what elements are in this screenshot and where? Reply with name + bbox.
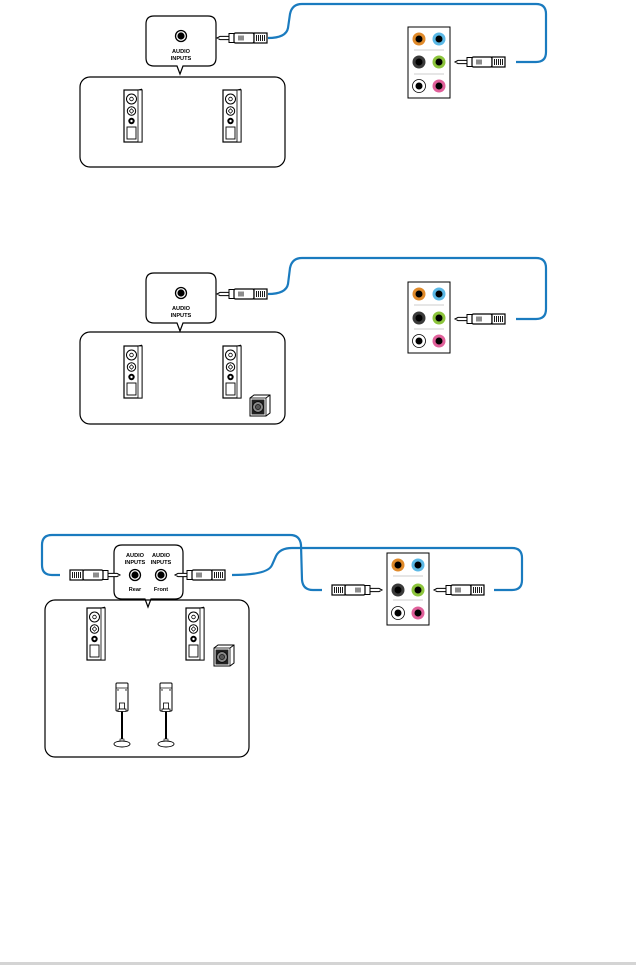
page-footer-rule [0, 962, 636, 965]
jack-orange [413, 33, 426, 46]
speaker-group-frame [80, 77, 285, 167]
subwoofer-icon [250, 395, 270, 416]
audio-plug [217, 33, 267, 43]
jack-blue [412, 559, 425, 572]
jack-gray [413, 335, 426, 348]
front-left-speaker-icon [124, 89, 142, 142]
jack-blue [433, 288, 446, 301]
front-left-speaker-icon [87, 607, 105, 660]
audio-inputs-label-line2: INPUTS [171, 313, 192, 319]
jack-green [433, 56, 446, 69]
jack-blue [433, 33, 446, 46]
front-audio-input-jack [156, 570, 167, 581]
front-label: Front [154, 587, 168, 593]
jack-gray [392, 607, 405, 620]
config-2-channel: AUDIO INPUTS [80, 4, 546, 167]
config-4.1-channel: AUDIO INPUTS AUDIO INPUTS Rear Front [42, 535, 522, 757]
motherboard-audio-panel [387, 553, 429, 625]
front-audio-inputs-label-line2: INPUTS [151, 560, 172, 566]
speaker-input-callout [114, 545, 183, 607]
config-2.1-channel: AUDIO INPUTS [80, 258, 546, 424]
cable [268, 4, 546, 62]
rear-audio-inputs-label-line1: AUDIO [126, 553, 145, 559]
front-right-speaker-icon [186, 607, 204, 660]
jack-pink [433, 80, 446, 93]
rear-label: Rear [129, 587, 142, 593]
front-motherboard-plug [434, 585, 484, 595]
jack-black [413, 312, 426, 325]
speaker-group-frame [45, 600, 249, 757]
rear-audio-plug [70, 570, 120, 580]
speaker-input-callout [146, 16, 216, 74]
front-audio-inputs-label-line1: AUDIO [152, 553, 171, 559]
jack-gray [413, 80, 426, 93]
front-right-speaker-icon [223, 89, 241, 142]
motherboard-plug [455, 314, 505, 324]
rear-motherboard-plug [332, 585, 382, 595]
audio-input-jack [176, 31, 187, 42]
front-cable [232, 548, 522, 590]
jack-black [392, 584, 405, 597]
cable [268, 258, 546, 319]
rear-audio-inputs-label-line2: INPUTS [125, 560, 146, 566]
jack-orange [392, 559, 405, 572]
jack-pink [412, 607, 425, 620]
motherboard-audio-panel [408, 27, 450, 98]
audio-inputs-label-line1: AUDIO [172, 306, 191, 312]
rear-audio-input-jack [130, 570, 141, 581]
jack-green [433, 312, 446, 325]
motherboard-audio-panel [408, 282, 450, 353]
front-right-speaker-icon [223, 345, 241, 398]
jack-pink [433, 335, 446, 348]
front-left-speaker-icon [124, 345, 142, 398]
audio-inputs-label-line1: AUDIO [172, 49, 191, 55]
jack-green [412, 584, 425, 597]
motherboard-plug [455, 57, 505, 67]
jack-orange [413, 288, 426, 301]
subwoofer-icon [214, 645, 234, 666]
rear-right-speaker-icon [158, 683, 174, 747]
speaker-input-callout [146, 273, 216, 331]
audio-input-jack [176, 288, 187, 299]
audio-plug [217, 289, 267, 299]
rear-left-speaker-icon [114, 683, 130, 747]
jack-black [413, 56, 426, 69]
audio-inputs-label-line2: INPUTS [171, 56, 192, 62]
